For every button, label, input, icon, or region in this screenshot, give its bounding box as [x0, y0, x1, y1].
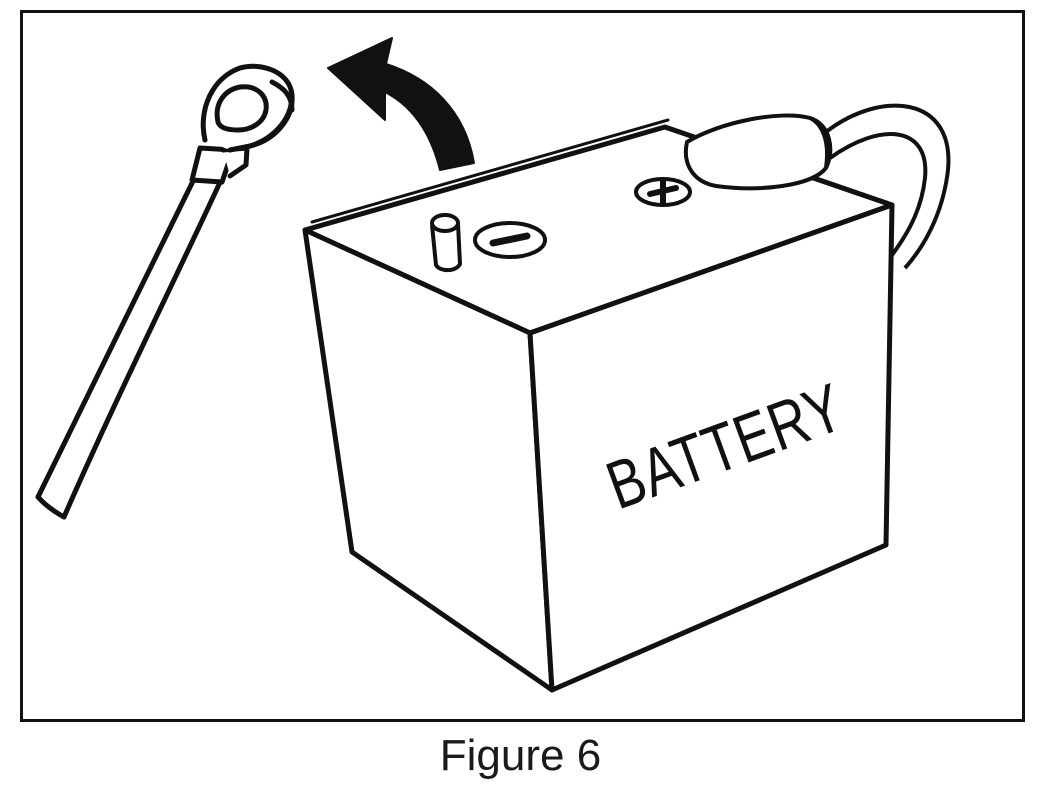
negative-cable-icon [35, 63, 295, 520]
battery-icon [302, 118, 895, 693]
positive-terminal [634, 103, 951, 270]
figure-caption: Figure 6 [439, 731, 602, 780]
curved-arrow-icon [327, 37, 475, 171]
negative-terminal [430, 213, 547, 273]
